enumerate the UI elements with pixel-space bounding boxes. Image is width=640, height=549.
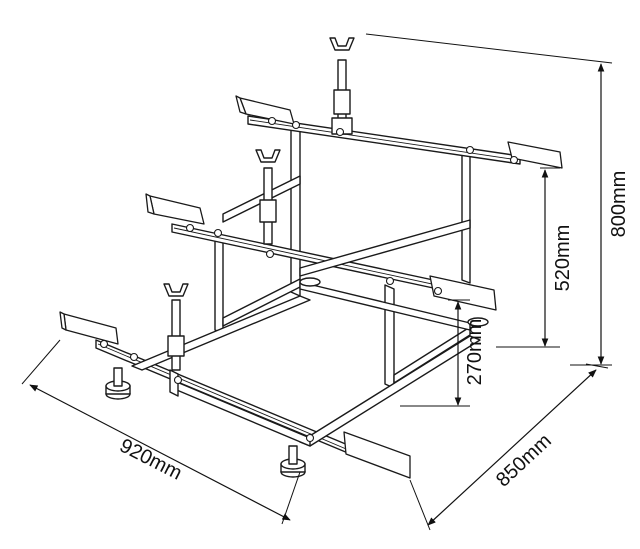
dim-total-height-label: 800mm [608, 171, 630, 238]
lower-frame [95, 295, 481, 459]
adjustable-supports [163, 37, 355, 371]
back-crossbars [222, 175, 471, 384]
dim-middle-height-label: 520mm [552, 225, 574, 292]
middle-tier-rail [171, 219, 481, 299]
dim-lower-height-label: 270mm [464, 319, 486, 386]
wheel-trays [59, 95, 563, 479]
dim-depth-label: 850mm [492, 430, 556, 492]
leveling-feet [105, 277, 489, 478]
rack-frame [59, 37, 563, 479]
dimension-lines [21, 33, 613, 531]
bolts [99, 116, 519, 443]
dim-width-label: 920mm [116, 435, 185, 485]
